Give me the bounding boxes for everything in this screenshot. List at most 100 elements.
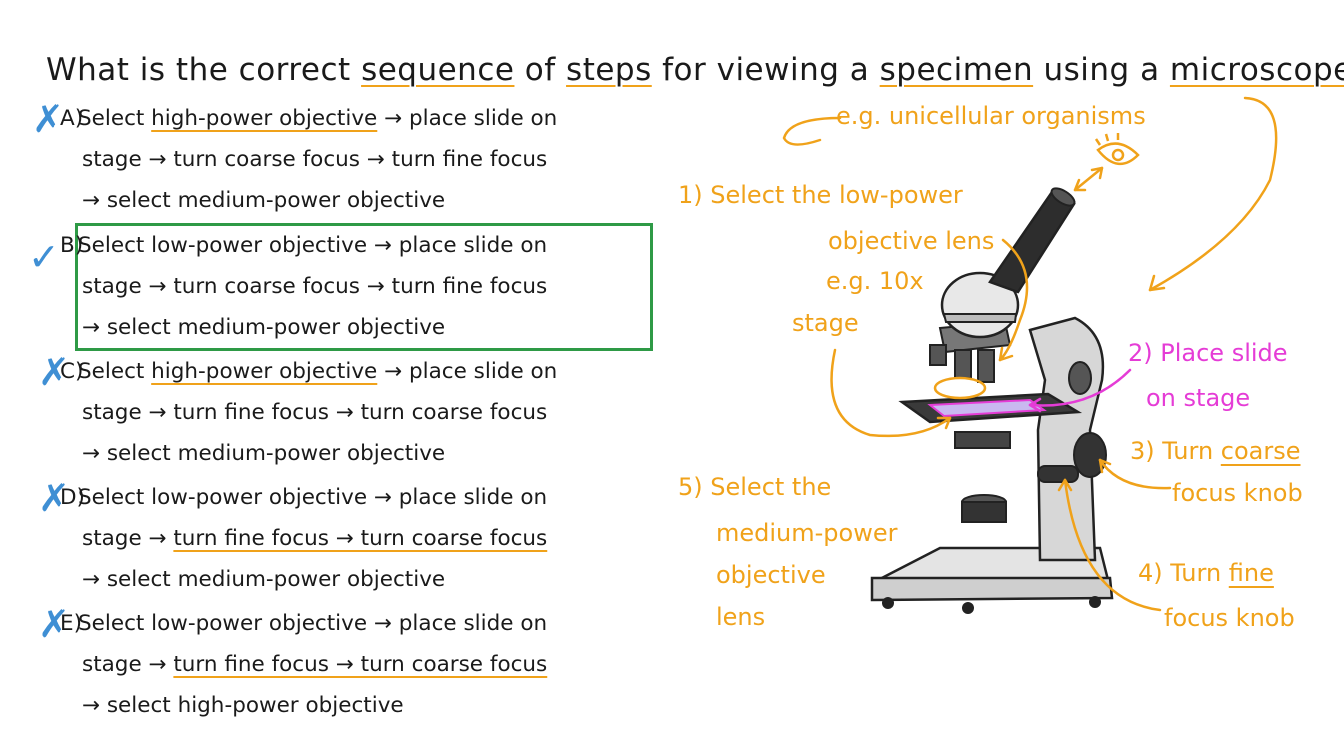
arrow-to-microscope	[1148, 96, 1278, 292]
light-source-body	[961, 501, 1007, 523]
microscope-foot	[882, 597, 894, 609]
option-c-line-2: stage → turn fine focus → turn coarse fo…	[82, 400, 548, 425]
option-d[interactable]: D)Select low-power objective → place sli…	[60, 477, 660, 600]
microscope-base-front	[870, 576, 1114, 602]
annotation-step-5-line-4: lens	[716, 603, 766, 631]
arrow-to-objective	[998, 238, 1029, 362]
option-letter: E)	[60, 611, 82, 636]
annotation-step-1-example: e.g. 10x	[826, 267, 924, 295]
option-text: Select low-power objective → place slide…	[78, 485, 548, 510]
option-text: → place slide on	[377, 106, 558, 131]
objective-circle	[933, 376, 987, 400]
question-title: What is the correct sequence of steps fo…	[46, 52, 1344, 88]
option-b-line-1: B)Select low-power objective → place sli…	[60, 225, 660, 266]
objective-lens	[977, 349, 995, 383]
step-text: Turn	[1162, 559, 1229, 587]
arrow-eg-loop	[782, 116, 842, 146]
arrow-head	[1098, 458, 1112, 474]
annotation-step-5-line-2: medium-power	[716, 519, 898, 547]
question-word-sequence: sequence	[361, 52, 515, 88]
option-underlined-text: turn fine focus → turn coarse focus	[173, 652, 548, 677]
option-e-line-1: E)Select low-power objective → place sli…	[60, 603, 660, 644]
option-a-line-3: → select medium-power objective	[82, 188, 446, 213]
annotation-step-5-line-3: objective	[716, 561, 826, 589]
option-text: → place slide on	[377, 359, 558, 384]
option-text: Select	[78, 359, 152, 384]
option-a[interactable]: A)Select high-power objective → place sl…	[60, 98, 660, 221]
step-number: 4)	[1138, 559, 1163, 587]
annotation-step-2-title: 2) Place slide	[1128, 339, 1288, 367]
check-mark-icon: ✓	[28, 235, 60, 279]
arrow-head	[998, 346, 1014, 362]
arrow-to-coarse-knob	[1098, 458, 1172, 490]
annotation-step-3-sub: focus knob	[1172, 479, 1303, 507]
option-underlined-text: turn fine focus → turn coarse focus	[173, 526, 548, 551]
microscope-head-band	[942, 313, 1018, 323]
option-b-line-3: → select medium-power objective	[82, 315, 446, 340]
annotation-step-4-title: 4) Turn fine	[1138, 559, 1274, 588]
arrow-head	[936, 416, 952, 430]
microscope-foot	[962, 602, 974, 614]
cross-mark-icon: ✗	[32, 97, 64, 141]
option-c-line-3: → select medium-power objective	[82, 441, 446, 466]
arrow-heads	[1073, 166, 1104, 192]
option-b-line-2: stage → turn coarse focus → turn fine fo…	[82, 274, 548, 299]
option-e-line-2: stage → turn fine focus → turn coarse fo…	[60, 644, 660, 685]
option-e-line-3: → select high-power objective	[82, 693, 404, 718]
question-word-specimen: specimen	[879, 52, 1034, 88]
option-text: Select low-power objective → place slide…	[78, 233, 548, 258]
option-a-line-2: stage → turn coarse focus → turn fine fo…	[82, 147, 548, 172]
eyepiece	[1050, 187, 1076, 207]
annotation-step-4-sub: focus knob	[1164, 604, 1295, 632]
arrow-eye-eyepiece	[1073, 166, 1104, 192]
question-text: of	[514, 52, 567, 88]
arrow-to-stage	[830, 348, 952, 438]
arm-knob	[1068, 361, 1092, 395]
option-c[interactable]: C)Select high-power objective → place sl…	[60, 351, 660, 474]
option-text: Select low-power objective → place slide…	[78, 611, 548, 636]
annotation-step-2-sub: on stage	[1146, 384, 1251, 412]
option-text: stage →	[82, 652, 174, 677]
option-c-line-1: C)Select high-power objective → place sl…	[60, 351, 660, 392]
correct-answer-box	[75, 223, 653, 351]
annotation-arrows	[782, 96, 1278, 612]
option-underlined-text: high-power objective	[151, 106, 378, 131]
option-text: Select	[78, 106, 152, 131]
option-e[interactable]: E)Select low-power objective → place sli…	[60, 603, 660, 726]
option-letter: B)	[60, 233, 84, 258]
option-letter: A)	[60, 106, 84, 131]
condenser	[954, 431, 1011, 449]
annotation-example: e.g. unicellular organisms	[836, 102, 1146, 130]
magenta-arrow	[1028, 368, 1132, 413]
step-underlined-text: coarse	[1220, 437, 1301, 465]
option-b[interactable]: B)Select low-power objective → place sli…	[60, 225, 660, 348]
annotation-step-3-title: 3) Turn coarse	[1130, 437, 1301, 466]
objective-lens	[954, 349, 972, 379]
cross-mark-icon: ✗	[38, 476, 70, 520]
option-d-line-1: D)Select low-power objective → place sli…	[60, 477, 660, 518]
question-word-microscope: microscope	[1169, 52, 1344, 88]
eyepiece-tube	[988, 190, 1076, 294]
microscope-slide	[927, 398, 1047, 418]
option-d-line-3: → select medium-power objective	[82, 567, 446, 592]
annotation-step-1-title: 1) Select the low-power	[678, 181, 963, 209]
question-text: using a	[1033, 52, 1170, 88]
annotation-stage: stage	[792, 309, 859, 337]
microscope-foot	[1089, 596, 1101, 608]
cross-mark-icon: ✗	[38, 602, 70, 646]
option-underlined-text: high-power objective	[151, 359, 378, 384]
question-word-steps: steps	[566, 52, 652, 88]
annotation-step-5-title: 5) Select the	[678, 473, 832, 501]
coarse-focus-knob	[1073, 432, 1107, 478]
option-d-line-2: stage → turn fine focus → turn coarse fo…	[60, 518, 660, 559]
annotation-step-1-lens: objective lens	[828, 227, 995, 255]
fine-focus-knob	[1037, 465, 1079, 483]
step-text: Turn	[1154, 437, 1221, 465]
step-underlined-text: fine	[1228, 559, 1274, 587]
arrow-to-fine-knob	[1063, 478, 1162, 612]
question-text: What is the correct	[46, 52, 362, 88]
objective-lens	[929, 344, 947, 366]
option-text: stage →	[82, 526, 174, 551]
option-a-line-1: A)Select high-power objective → place sl…	[60, 98, 660, 139]
